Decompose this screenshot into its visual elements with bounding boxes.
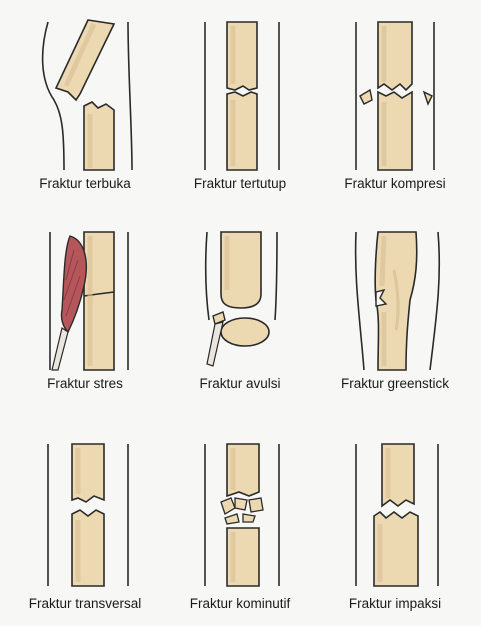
tendon [52,328,68,370]
fracture-cell-closed: Fraktur tertutup [165,10,315,210]
bone-fragment-4 [225,514,239,524]
upper-bone-fragment [56,20,114,100]
ligament [207,322,223,366]
caption-compression: Fraktur kompresi [320,176,470,191]
bone-fragment-3 [249,498,263,512]
impacted-fracture-illustration [320,420,470,620]
comminuted-fracture-illustration [165,420,315,620]
bone-fragment-1 [221,498,235,514]
skin-right-line [128,22,132,170]
fracture-cell-open: Fraktur terbuka [10,10,160,210]
caption-stress: Fraktur stres [10,376,160,391]
fracture-cell-comminuted: Fraktur kominutif [165,420,315,620]
bone-chip-left [360,90,372,104]
caption-greenstick: Fraktur greenstick [320,376,470,391]
caption-closed: Fraktur tertutup [165,176,315,191]
fracture-cell-stress: Fraktur stres [10,220,160,420]
bone-fragment-5 [243,514,255,522]
bone-chip-right [424,92,432,104]
fracture-cell-impacted: Fraktur impaksi [320,420,470,620]
caption-comminuted: Fraktur kominutif [165,596,315,611]
lower-bone-head [221,318,269,346]
fracture-cell-avulsion: Fraktur avulsi [165,220,315,420]
caption-impacted: Fraktur impaksi [320,596,470,611]
skin-left-line [43,22,64,170]
transverse-fracture-illustration [10,420,160,620]
fracture-cell-greenstick: Fraktur greenstick [320,220,470,420]
caption-avulsion: Fraktur avulsi [165,376,315,391]
fracture-cell-transverse: Fraktur transversal [10,420,160,620]
caption-open: Fraktur terbuka [10,176,160,191]
fracture-cell-compression: Fraktur kompresi [320,10,470,210]
bone-fragment-2 [235,498,247,510]
caption-transverse: Fraktur transversal [10,596,160,611]
